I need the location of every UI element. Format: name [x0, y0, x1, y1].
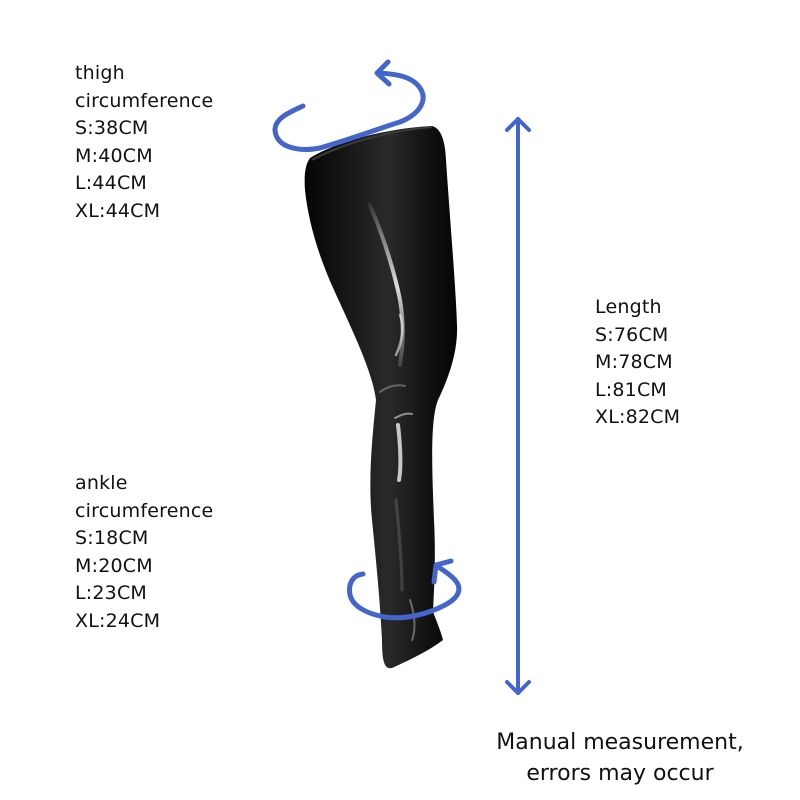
thigh-size-l: L:44CM	[75, 172, 148, 194]
ankle-size-xl: XL:24CM	[75, 609, 161, 632]
ankle-size-l: L:23CM	[75, 582, 148, 604]
thigh-title-line1: thigh	[75, 62, 125, 84]
thigh-size-xl: XL:44CM	[75, 199, 161, 222]
ankle-title-line2: circumference	[75, 499, 214, 522]
ankle-circumference-arrow-icon	[347, 558, 462, 621]
leg-stocking-image	[304, 126, 458, 669]
length-arrow-icon	[505, 117, 531, 695]
thigh-size-s: S:38CM	[75, 117, 149, 139]
length-size-l: L:81CM	[595, 378, 668, 401]
thigh-circumference-label: thigh circumference S:38CM M:40CM L:44CM…	[75, 60, 213, 225]
disclaimer-line2: errors may occur	[526, 761, 714, 786]
length-label: Length S:76CM M:78CM L:81CM XL:82CM	[595, 294, 680, 432]
ankle-circumference-label: ankle circumference S:18CM M:20CM L:23CM…	[75, 470, 213, 635]
length-size-m: M:78CM	[595, 351, 673, 373]
thigh-circumference-arrow-icon	[272, 59, 426, 152]
length-size-xl: XL:82CM	[595, 406, 681, 428]
ankle-title-line1: ankle	[75, 472, 128, 494]
thigh-size-m: M:40CM	[75, 144, 153, 167]
measurement-disclaimer: Manual measurement, errors may occur	[470, 727, 770, 789]
length-title: Length	[595, 296, 662, 318]
length-size-s: S:76CM	[595, 323, 669, 346]
ankle-size-s: S:18CM	[75, 527, 149, 549]
disclaimer-line1: Manual measurement,	[496, 730, 744, 755]
ankle-size-m: M:20CM	[75, 554, 153, 577]
thigh-title-line2: circumference	[75, 89, 214, 112]
